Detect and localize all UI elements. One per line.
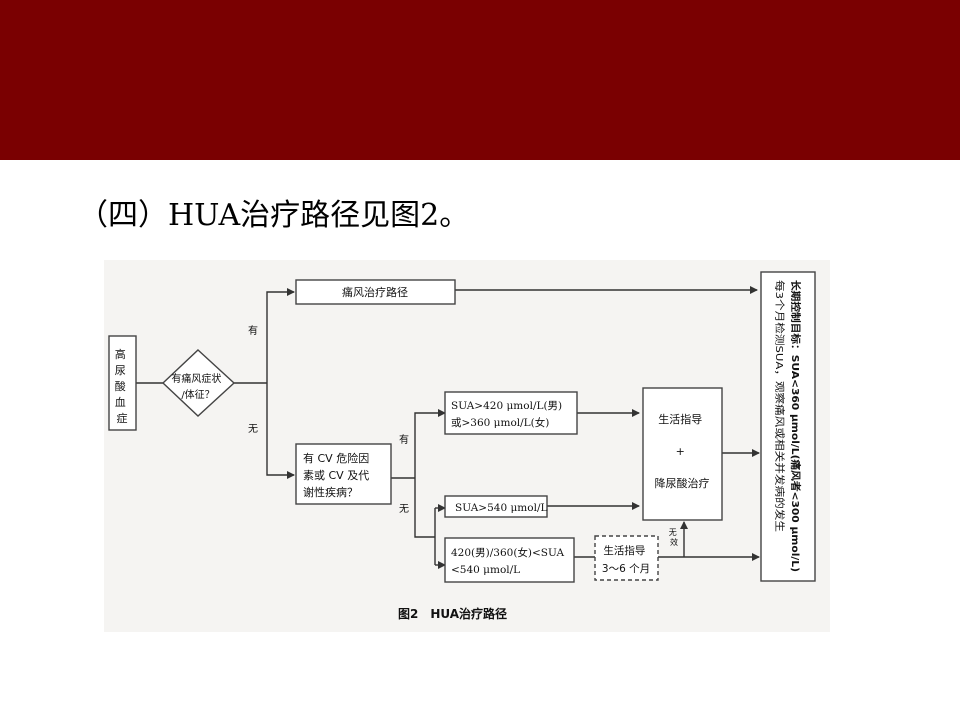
cv-no-label: 无: [399, 504, 409, 515]
long-term-title-group: 长期控制目标：SUA<360 μmol/L(痛风者<300 μmol/L): [789, 280, 802, 572]
connector-yes-gout: [266, 288, 295, 383]
gout-path-box: [295, 279, 456, 305]
long-term-detail: 每3个月检测SUA，观察痛风或相关并发病的发生: [773, 280, 786, 532]
sua540-box: [444, 495, 548, 518]
gout-path-label: 痛风治疗路径: [342, 285, 408, 299]
slide-heading: （四）HUA治疗路径见图2。: [78, 198, 470, 233]
start-node-label: 高 尿 酸 血 症: [115, 347, 130, 425]
branch-no-label: 无: [248, 424, 258, 435]
cv-yes-label: 有: [399, 433, 409, 446]
sua540-label: SUA>540 μmol/L: [455, 502, 547, 514]
connector-no-cv: [266, 383, 295, 479]
decision-label: 有痛风症状 /体征？: [171, 372, 224, 401]
connector-cv-no: [414, 478, 435, 538]
connector-cv-yes: [414, 409, 446, 478]
cv-question-label: 有 CV 危险因 素或 CV 及代 谢性疾病？: [303, 451, 373, 499]
branch-yes-label: 有: [248, 324, 258, 337]
cv-question-box: [295, 443, 392, 505]
lifestyle-box: [594, 535, 659, 581]
sua-range-label: 420(男)/360(女)<SUA <540 μmol/L: [451, 546, 567, 576]
sua420-label: SUA>420 μmol/L(男) 或>360 μmol/L(女): [451, 400, 566, 429]
flowchart-svg: 高 尿 酸 血 症 有痛风症状 /体征？ 有 无 痛风治疗路径 有 CV 危险因…: [108, 271, 816, 621]
long-term-detail-group: 每3个月检测SUA，观察痛风或相关并发病的发生: [773, 280, 786, 532]
lifestyle-label: 生活指导 3～6 个月: [602, 544, 650, 575]
figure-caption: 图2 HUA治疗路径: [398, 606, 507, 621]
diagram-figure: 高 尿 酸 血 症 有痛风症状 /体征？ 有 无 痛风治疗路径 有 CV 危险因…: [104, 260, 830, 632]
sua420-box: [444, 391, 578, 435]
long-term-title: 长期控制目标：SUA<360 μmol/L(痛风者<300 μmol/L): [789, 280, 802, 572]
sua-range-box: [444, 537, 575, 583]
treatment-box: [642, 387, 723, 521]
long-term-box: [760, 271, 816, 582]
start-node-box: [108, 335, 137, 431]
ineffective-label: 无 效: [669, 528, 680, 547]
treatment-label: 生活指导 + 降尿酸治疗: [655, 412, 710, 490]
connectors: [136, 286, 760, 569]
decision-diamond: [161, 349, 236, 417]
top-banner: [0, 0, 960, 160]
